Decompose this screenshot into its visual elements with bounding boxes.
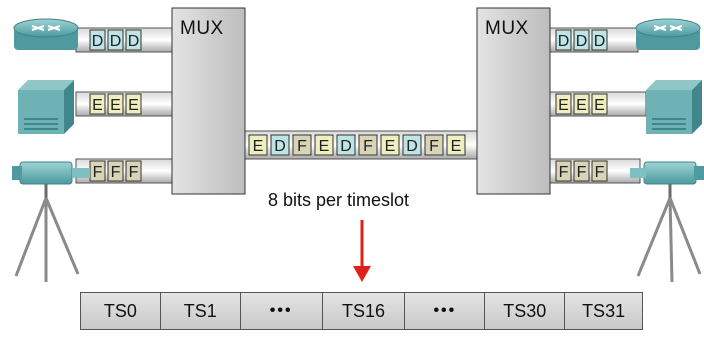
- server-stream-right-cell-letter: E: [594, 97, 605, 114]
- trunk-stream-cell: [248, 134, 268, 156]
- trunk-stream-cell-letter: D: [406, 138, 418, 155]
- server-stream-left-cell: [89, 93, 106, 115]
- trunk-stream-cell-letter: E: [451, 138, 462, 155]
- trunk-stream-cell-letter: F: [429, 138, 439, 155]
- camera-stream-left-cell-letter: F: [129, 164, 139, 181]
- router-stream-left-cell-letter: D: [92, 33, 104, 50]
- camera-stream-right-cell: [555, 160, 572, 182]
- timeslot-caption: 8 bits per timeslot: [268, 190, 410, 210]
- camera-stream-left-cell-letter: F: [111, 164, 121, 181]
- camera-stream-right-cell-letter: F: [577, 164, 587, 181]
- trunk-stream-cell-letter: F: [297, 138, 307, 155]
- timeslot-cell: TS31: [565, 293, 643, 329]
- trunk-stream-cell: [292, 134, 312, 156]
- trunk-stream-cell: [380, 134, 400, 156]
- router-stream-left-cell: [125, 29, 142, 51]
- server-stream-left-cell: [107, 93, 124, 115]
- router-stream-right-cell-letter: D: [594, 33, 606, 50]
- camera-stream-right-cell-letter: F: [559, 164, 569, 181]
- camera-stream-left-cell-letter: F: [93, 164, 103, 181]
- timeslot-cell: TS1: [160, 293, 241, 329]
- server-stream-right-cell: [573, 93, 590, 115]
- mux-right-label: MUX: [485, 18, 529, 39]
- trunk-stream-cell: [358, 134, 378, 156]
- trunk-stream-cell-letter: E: [253, 138, 264, 155]
- router-stream-right-cell: [555, 29, 572, 51]
- server-icon: [18, 80, 74, 134]
- video-camera-icon: [630, 161, 704, 283]
- trunk-stream-cell-letter: D: [274, 138, 286, 155]
- router-stream-left-cell-letter: D: [110, 33, 122, 50]
- timeslot-cell: TS0: [81, 293, 161, 329]
- trunk-stream-cell: [402, 134, 422, 156]
- server-stream-right-cell-letter: E: [576, 97, 587, 114]
- trunk-stream-cell-letter: E: [385, 138, 396, 155]
- trunk-stream-cell: [314, 134, 334, 156]
- down-arrow-icon: [353, 220, 371, 282]
- server-stream-right-cell: [591, 93, 608, 115]
- server-icon: [646, 80, 702, 134]
- router-stream-right-cell-letter: D: [558, 33, 570, 50]
- timeslot-ellipsis: •••: [405, 293, 486, 329]
- timeslot-ellipsis: •••: [240, 293, 323, 329]
- camera-stream-right-cell: [591, 160, 608, 182]
- camera-stream-right-cell: [573, 160, 590, 182]
- router-icon: [635, 18, 701, 50]
- trunk-stream-cell-letter: E: [319, 138, 330, 155]
- trunk-stream-cell: [270, 134, 290, 156]
- router-stream-left-cell-letter: D: [128, 33, 140, 50]
- timeslot-cell: TS30: [485, 293, 566, 329]
- trunk-stream-cell: [446, 134, 466, 156]
- timeslot-cell: TS16: [322, 293, 406, 329]
- trunk-stream-cell-letter: D: [340, 138, 352, 155]
- router-stream-right-cell: [591, 29, 608, 51]
- trunk-stream-cell: [336, 134, 356, 156]
- router-stream-left-cell: [107, 29, 124, 51]
- camera-stream-left-cell: [107, 160, 124, 182]
- trunk-stream-cell-letter: F: [363, 138, 373, 155]
- camera-stream-right-cell-letter: F: [595, 164, 605, 181]
- server-stream-right-cell-letter: E: [558, 97, 569, 114]
- mux-left-box: [171, 7, 246, 195]
- server-stream-left-cell: [125, 93, 142, 115]
- router-icon: [13, 18, 79, 50]
- server-stream-left-cell-letter: E: [128, 97, 139, 114]
- server-stream-left-cell-letter: E: [92, 97, 103, 114]
- mux-right-box: [476, 7, 551, 195]
- router-stream-right-cell-letter: D: [576, 33, 588, 50]
- camera-stream-left-cell: [125, 160, 142, 182]
- timeslot-frame: TS0 TS1 ••• TS16 ••• TS30 TS31: [80, 292, 643, 330]
- video-camera-icon: [12, 161, 90, 282]
- router-stream-right-cell: [573, 29, 590, 51]
- router-stream-left-cell: [89, 29, 106, 51]
- mux-left-label: MUX: [180, 18, 224, 39]
- server-stream-left-cell-letter: E: [110, 97, 121, 114]
- trunk-stream-cell: [424, 134, 444, 156]
- server-stream-right-cell: [555, 93, 572, 115]
